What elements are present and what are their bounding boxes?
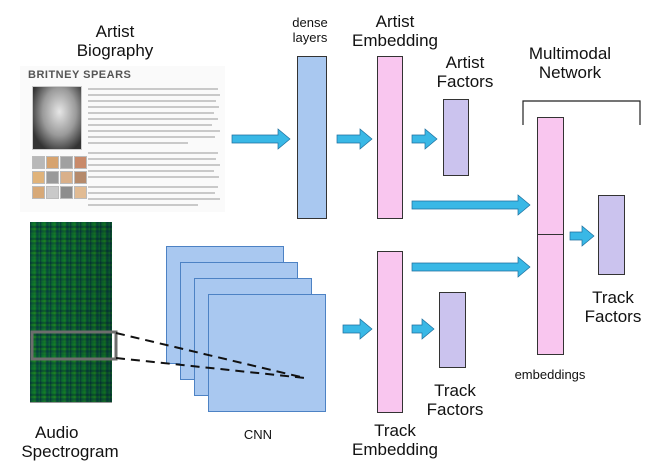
doc-text-line	[88, 170, 214, 172]
doc-text-line	[88, 198, 220, 200]
cnn-label: CNN	[243, 427, 273, 442]
embeddings-label: embeddings	[514, 367, 586, 382]
audio-spectrogram-line1: Audio	[35, 423, 79, 442]
doc-text-line	[88, 152, 218, 154]
arrow-artist-embedding-to-factors	[411, 128, 438, 150]
track-embedding-block	[377, 251, 403, 413]
thumbnail-image	[32, 186, 45, 199]
audio-spectrogram-line2: Spectrogram	[21, 442, 119, 461]
doc-text-line	[88, 88, 218, 90]
thumbnail-image	[60, 156, 73, 169]
artist-factors-line2: Factors	[436, 72, 494, 91]
artist-biography-document: BRITNEY SPEARS	[20, 66, 225, 212]
dashed-projection-bottom	[115, 357, 306, 379]
track-factors-mid-line2: Factors	[426, 400, 484, 419]
track-factors-right-line2: Factors	[584, 307, 642, 326]
doc-text-line	[88, 106, 219, 108]
artist-embedding-line1: Artist	[375, 12, 415, 31]
doc-text-line	[88, 112, 214, 114]
dashed-projection-top	[115, 332, 306, 379]
doc-text-line	[88, 158, 216, 160]
arrow-cnn-to-track-embedding	[342, 318, 373, 340]
artist-biography-label: Artist Biography	[40, 22, 190, 60]
audio-spectrogram-label: Audio Spectrogram	[0, 423, 140, 461]
arrow-track-embedding-to-factors	[411, 318, 435, 340]
track-factors-mid-line1: Track	[434, 381, 476, 400]
multimodal-embeddings-top	[537, 117, 564, 235]
thumbnail-image	[46, 156, 59, 169]
thumbnail-image	[46, 171, 59, 184]
doc-text-line	[88, 94, 220, 96]
arrow-bio-to-dense	[231, 128, 291, 150]
doc-text-line	[88, 192, 215, 194]
multimodal-network-label: Multimodal Network	[515, 44, 625, 82]
doc-text-line	[88, 164, 220, 166]
artist-embedding-label: Artist Embedding	[340, 12, 450, 50]
doc-text-line	[88, 204, 198, 206]
thumbnail-image	[60, 186, 73, 199]
dense-layers-label: dense layers	[280, 15, 340, 45]
doc-text-line	[88, 124, 212, 126]
thumbnail-image	[74, 186, 87, 199]
track-embedding-line1: Track	[374, 421, 416, 440]
track-factors-mid-label: Track Factors	[415, 381, 495, 419]
thumbnail-image	[74, 171, 87, 184]
artist-factors-label: Artist Factors	[425, 53, 505, 91]
track-embedding-line2: Embedding	[351, 440, 438, 459]
artist-embedding-line2: Embedding	[351, 31, 438, 50]
artist-factors-line1: Artist	[445, 53, 485, 72]
track-factors-right-line1: Track	[592, 288, 634, 307]
dense-layers-line1: dense	[292, 15, 328, 30]
multimodal-bracket	[522, 100, 641, 125]
thumbnail-image	[74, 156, 87, 169]
doc-text-line	[88, 130, 220, 132]
dense-layers-block	[297, 56, 327, 219]
audio-spectrogram-image	[30, 222, 112, 402]
multimodal-line2: Network	[538, 63, 602, 82]
multimodal-embeddings-bottom	[537, 234, 564, 355]
arrow-dense-to-artist-embedding	[336, 128, 373, 150]
track-factors-right-block	[598, 195, 625, 275]
track-factors-mid-block	[439, 292, 466, 368]
thumbnail-image	[32, 156, 45, 169]
artist-photo	[32, 86, 82, 150]
arrow-track-embedding-to-multimodal	[411, 256, 531, 278]
doc-text-line	[88, 118, 218, 120]
thumbnail-image	[46, 186, 59, 199]
artist-biography-line2: Biography	[76, 41, 154, 60]
doc-text-line	[88, 176, 219, 178]
track-embedding-label: Track Embedding	[340, 421, 450, 459]
thumbnail-image	[60, 171, 73, 184]
arrow-artist-embedding-to-multimodal	[411, 194, 531, 216]
cnn-feature-map-4	[208, 294, 326, 412]
doc-text-line	[88, 186, 218, 188]
track-factors-right-label: Track Factors	[573, 288, 653, 326]
arrow-multimodal-to-track-factors	[569, 225, 595, 247]
thumbnail-image	[32, 171, 45, 184]
doc-text-line	[88, 100, 216, 102]
doc-text-line	[88, 142, 188, 144]
artist-factors-block	[443, 99, 469, 176]
artist-biography-line1: Artist	[95, 22, 135, 41]
doc-text-line	[88, 136, 215, 138]
artist-embedding-block	[377, 56, 403, 219]
dense-layers-line2: layers	[292, 30, 328, 45]
multimodal-line1: Multimodal	[528, 44, 612, 63]
artist-doc-heading: BRITNEY SPEARS	[28, 69, 132, 81]
spectrogram-axis	[30, 402, 112, 413]
spectrogram-window-highlight	[30, 330, 118, 361]
